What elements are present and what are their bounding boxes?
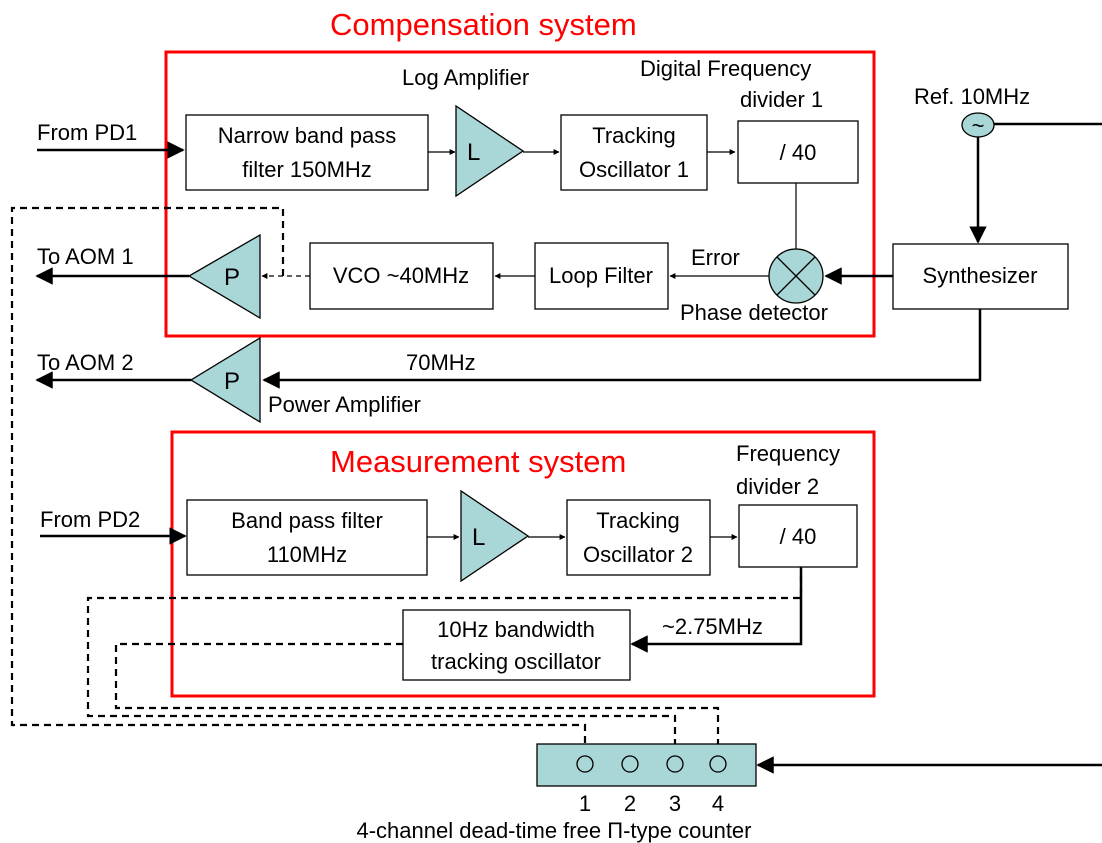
measurement-system-title: Measurement system	[330, 444, 626, 479]
synth-70mhz-line	[262, 309, 982, 389]
counter-channel-3-label: 3	[669, 791, 681, 816]
narrow-band-pass-filter-block	[185, 114, 429, 191]
ref-10mhz-label: Ref. 10MHz	[914, 84, 1030, 109]
bpf-line1: Band pass filter	[231, 508, 383, 533]
vco-block	[309, 242, 494, 310]
counter-channel-4-label: 4	[712, 791, 724, 816]
div2-monitor-dashed-line	[86, 575, 803, 757]
digital-frequency-label-line2: divider 1	[740, 87, 823, 112]
from-pd1-label: From PD1	[37, 120, 137, 145]
tosc10-line2: tracking oscillator	[431, 649, 601, 674]
frequency-divider-1-block	[737, 120, 859, 184]
div2-label: / 40	[780, 524, 817, 549]
bpf-line2: 110MHz	[267, 542, 347, 567]
error-label: Error	[691, 245, 740, 270]
phase-detector-cross-b	[776, 256, 816, 296]
log-amp-2-symbol: L	[472, 524, 485, 551]
to-aom2-label: To AOM 2	[37, 350, 134, 375]
to2-line2: Oscillator 2	[583, 542, 693, 567]
counter-channel-2-port	[621, 755, 639, 773]
vco-label: VCO ~40MHz	[333, 263, 469, 288]
log-amplifier-label: Log Amplifier	[402, 65, 529, 90]
nbpf-line1: Narrow band pass	[218, 123, 397, 148]
frequency-divider-2-block	[738, 504, 858, 568]
loop-filter-block	[534, 242, 669, 310]
tracking-oscillator-2-block	[566, 499, 711, 576]
log-amplifier-2-triangle	[460, 489, 530, 583]
nbpf-line2: filter 150MHz	[242, 157, 372, 182]
phase-detector-label: Phase detector	[680, 300, 828, 325]
synthesizer-block	[892, 243, 1069, 310]
measurement-system-frame	[170, 430, 876, 698]
compensation-system-frame	[164, 50, 876, 338]
10hz-tracking-oscillator-block	[402, 609, 631, 681]
70mhz-label: 70MHz	[406, 350, 476, 375]
to2-line1: Tracking	[596, 508, 680, 533]
counter-channel-1-label: 1	[579, 791, 591, 816]
loop-filter-label: Loop Filter	[549, 263, 653, 288]
compensation-system-title: Compensation system	[330, 7, 637, 42]
digital-frequency-label-line1: Digital Frequency	[640, 56, 811, 81]
counter-caption: 4-channel dead-time free Π-type counter	[357, 818, 752, 843]
frequency-divider-2-label-line1: Frequency	[736, 441, 840, 466]
frequency-divider-2-label-line2: divider 2	[736, 474, 819, 499]
synthesizer-label: Synthesizer	[923, 263, 1038, 288]
to1-line1: Tracking	[592, 123, 676, 148]
counter-channel-3-port	[666, 755, 684, 773]
log-amp-symbol: L	[467, 139, 480, 166]
log-amplifier-triangle	[455, 104, 525, 198]
counter-channel-4-port	[709, 755, 727, 773]
counter-channel-2-label: 2	[624, 791, 636, 816]
band-pass-filter-block	[186, 499, 428, 576]
tracking-oscillator-1-block	[560, 114, 708, 191]
approx-275mhz-label: ~2.75MHz	[662, 614, 763, 639]
tosc10-monitor-dashed-line	[114, 642, 724, 757]
to1-line2: Oscillator 1	[579, 157, 689, 182]
power-amplifier-2-triangle	[189, 336, 261, 424]
to-aom1-label: To AOM 1	[37, 244, 134, 269]
from-pd2-label: From PD2	[40, 507, 140, 532]
power-amp-2-symbol: P	[224, 368, 240, 395]
aom1-monitor-dashed-line	[10, 206, 591, 757]
ref-osc-symbol: ~	[972, 113, 985, 138]
div1-label: / 40	[780, 140, 817, 165]
counter-channel-1-port	[576, 755, 594, 773]
power-amp-1-symbol: P	[224, 264, 240, 291]
power-amplifier-1-triangle	[187, 233, 261, 320]
power-amplifier-label: Power Amplifier	[268, 392, 421, 417]
tosc10-line1: 10Hz bandwidth	[437, 617, 595, 642]
